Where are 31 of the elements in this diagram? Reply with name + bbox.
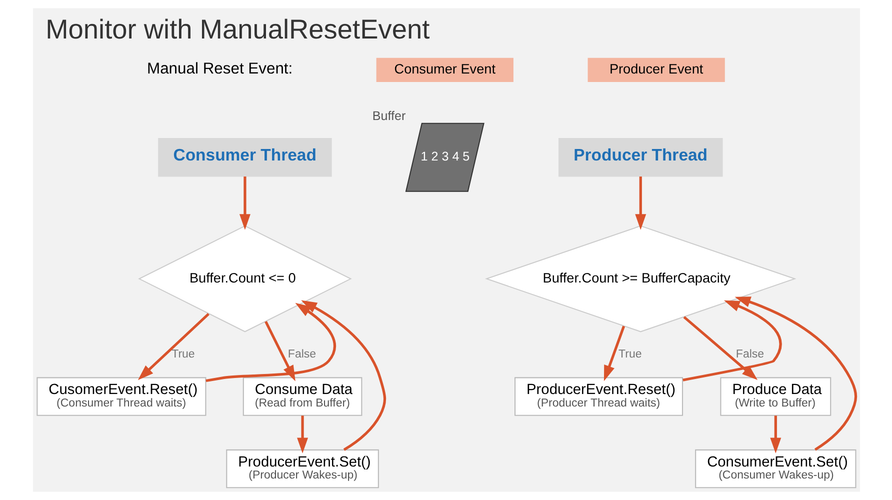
node-box: ConsumerEvent.Set() (Consumer Wakes-up): [694, 449, 856, 488]
node-box: Consumer Event: [376, 58, 513, 82]
label: Manual Reset Event:: [146, 60, 292, 78]
arrow: [770, 416, 781, 454]
node-box: CusomerEvent.Reset() (Consumer Thread waits): [36, 377, 206, 416]
node-box: ProducerEvent.Set() (Producer Wakes-up): [226, 449, 378, 488]
node-box: Producer Thread: [558, 138, 722, 177]
edge-label: True: [171, 348, 194, 361]
arrow: [634, 176, 646, 230]
arrow: [300, 300, 386, 451]
arrow: [734, 296, 857, 451]
arrow: [205, 302, 336, 382]
node-box: Produce Data (Write to Buffer): [720, 377, 831, 416]
node-box: Consumer Thread: [158, 138, 332, 177]
arrow: [238, 176, 250, 230]
arrow: [682, 300, 782, 382]
node-diamond: Buffer.Count >= BufferCapacity: [484, 225, 796, 332]
arrow: [296, 416, 308, 454]
arrow: [264, 321, 295, 382]
edge-label: False: [735, 348, 764, 361]
node-box: Consume Data (Read from Buffer): [242, 377, 362, 416]
arrow: [137, 312, 209, 380]
diagram-title: Monitor with ManualResetEvent: [45, 13, 430, 44]
node-diamond: Buffer.Count <= 0: [138, 225, 352, 332]
node-box: Producer Event: [587, 58, 724, 82]
edge-label: False: [287, 348, 316, 361]
arrow: [682, 316, 758, 380]
arrow: [603, 326, 625, 382]
edge-label: True: [618, 348, 642, 361]
node-label: Buffer: [372, 108, 406, 123]
node-box: ProducerEvent.Reset() (Producer Thread waits): [514, 377, 683, 416]
